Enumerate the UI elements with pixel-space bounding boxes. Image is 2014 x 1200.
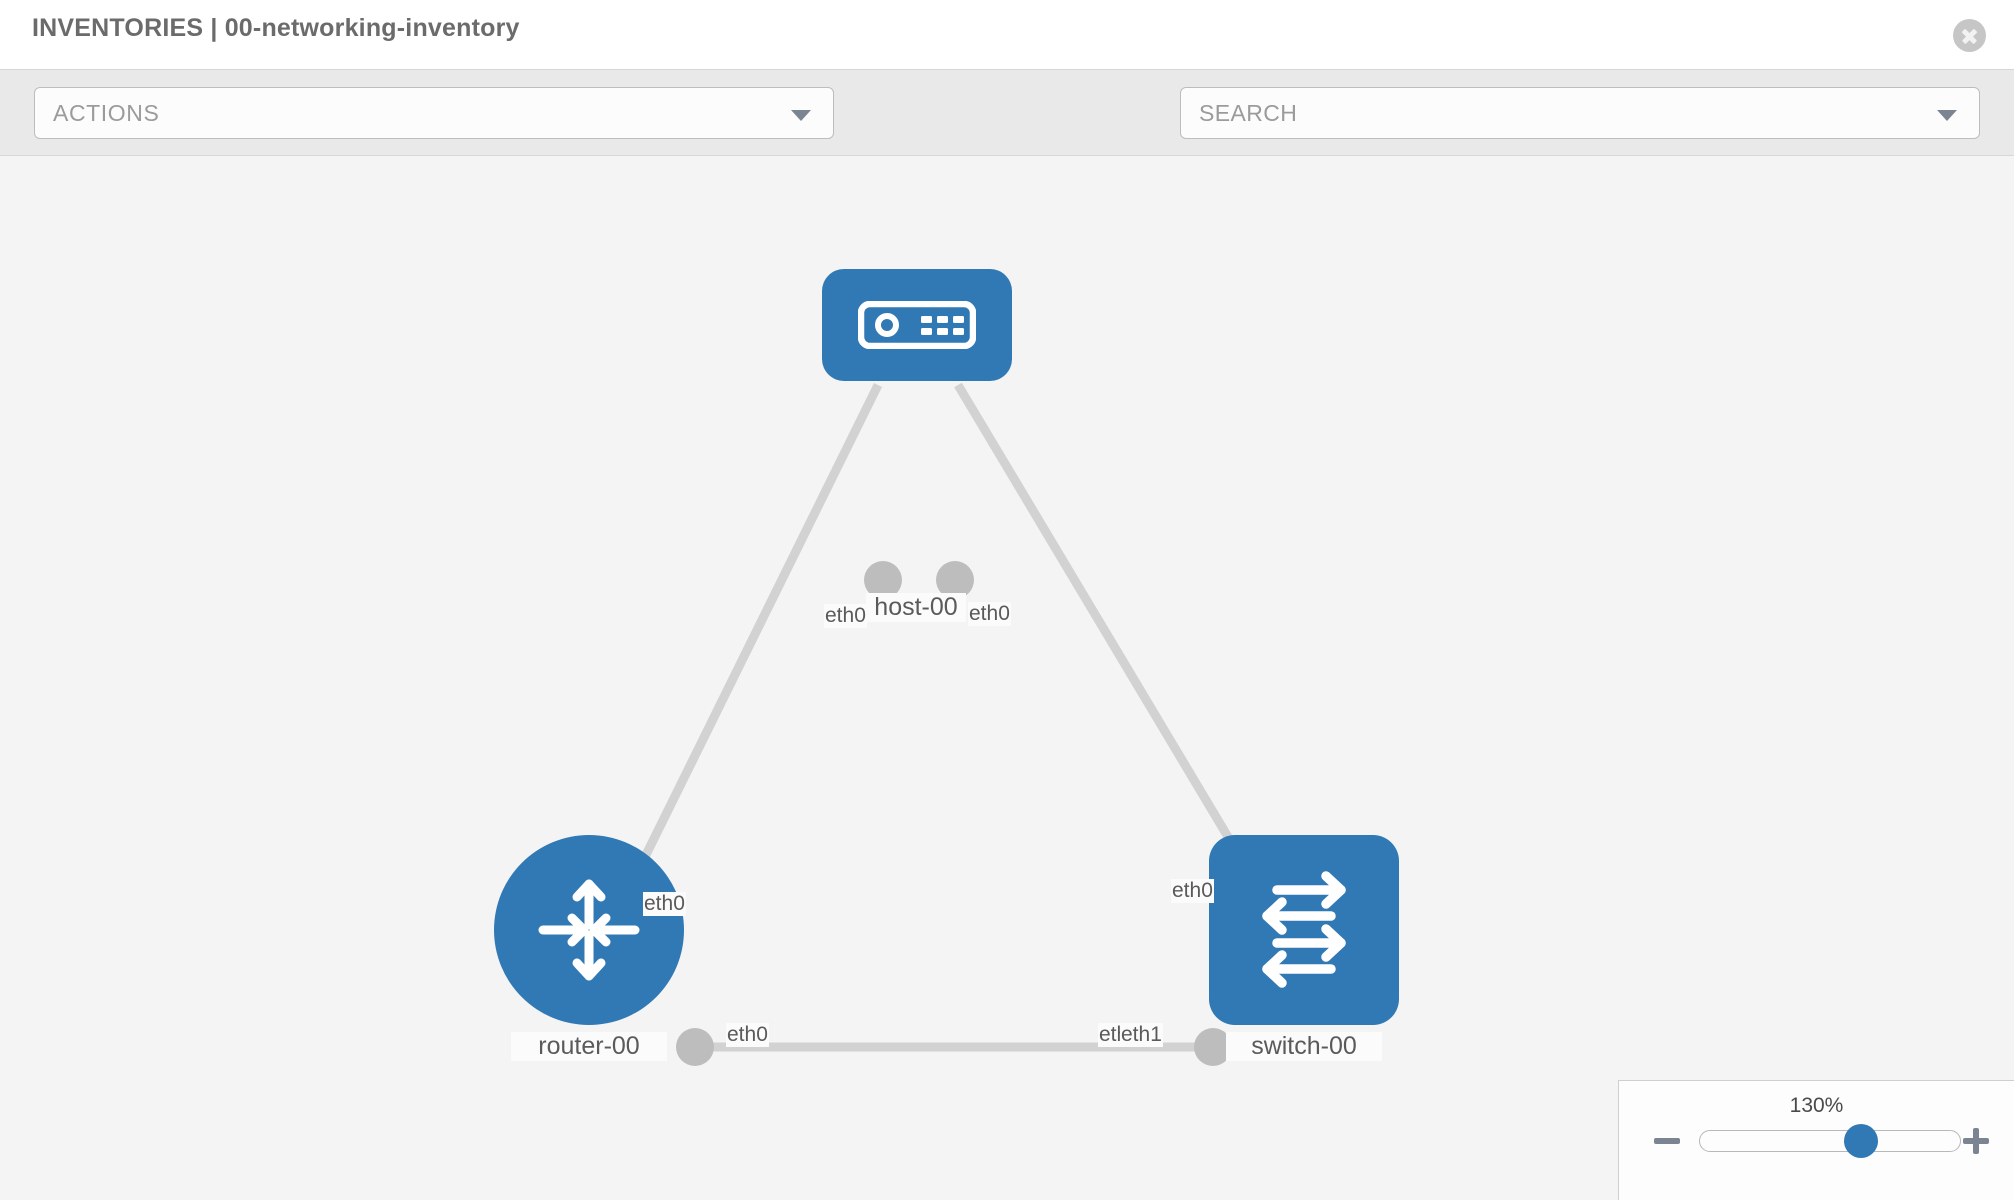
node-switch-00-shape: [1209, 835, 1399, 1025]
connector-stub: [676, 1028, 714, 1066]
zoom-slider-thumb[interactable]: [1843, 1124, 1878, 1158]
interface-label: eth1: [1120, 1023, 1163, 1047]
page-title: INVENTORIES | 00-networking-inventory: [32, 14, 520, 42]
node-host-00-shape: [822, 269, 1012, 381]
switch-icon: [1262, 871, 1346, 988]
interface-label: eth0: [1171, 879, 1214, 903]
topology-canvas[interactable]: host-00: [0, 157, 2014, 1200]
interface-label: eth0: [643, 892, 686, 916]
search-input[interactable]: SEARCH: [1180, 87, 1980, 139]
actions-dropdown-label: ACTIONS: [53, 100, 160, 126]
interface-label: eth0: [824, 604, 867, 628]
chevron-down-icon[interactable]: [1937, 110, 1957, 121]
interface-label: eth0: [726, 1023, 769, 1047]
router-icon: [538, 879, 640, 981]
zoom-percent-label: 130%: [1789, 1094, 1844, 1117]
connector-stub: [936, 561, 974, 599]
node-router-00-label: router-00: [511, 1032, 667, 1061]
connector-stub: [864, 561, 902, 599]
link-host00-switch00: [954, 382, 1244, 860]
topology-links: [635, 382, 1244, 1052]
node-router-00[interactable]: router-00: [494, 835, 684, 1061]
link-host00-router00: [635, 383, 883, 869]
node-router-00-shape: [494, 835, 684, 1025]
close-icon[interactable]: [1953, 19, 1986, 52]
page-header: INVENTORIES | 00-networking-inventory: [0, 0, 2014, 70]
node-switch-00[interactable]: switch-00: [1209, 835, 1399, 1061]
zoom-slider[interactable]: [1699, 1124, 1961, 1158]
actions-dropdown[interactable]: ACTIONS: [34, 87, 834, 139]
minus-icon[interactable]: [1653, 1127, 1681, 1155]
zoom-control: 130%: [1618, 1080, 2014, 1200]
chevron-down-icon: [791, 110, 811, 121]
node-host-00[interactable]: host-00: [822, 269, 1012, 622]
connector-stub: [1194, 1028, 1232, 1066]
plus-icon[interactable]: [1962, 1127, 1990, 1155]
server-icon: [858, 301, 976, 349]
interface-label: eth0: [968, 602, 1011, 626]
node-host-00-label: host-00: [866, 593, 966, 622]
search-placeholder: SEARCH: [1199, 100, 1298, 126]
node-switch-00-label: switch-00: [1226, 1032, 1382, 1061]
toolbar: ACTIONS SEARCH: [0, 70, 2014, 198]
